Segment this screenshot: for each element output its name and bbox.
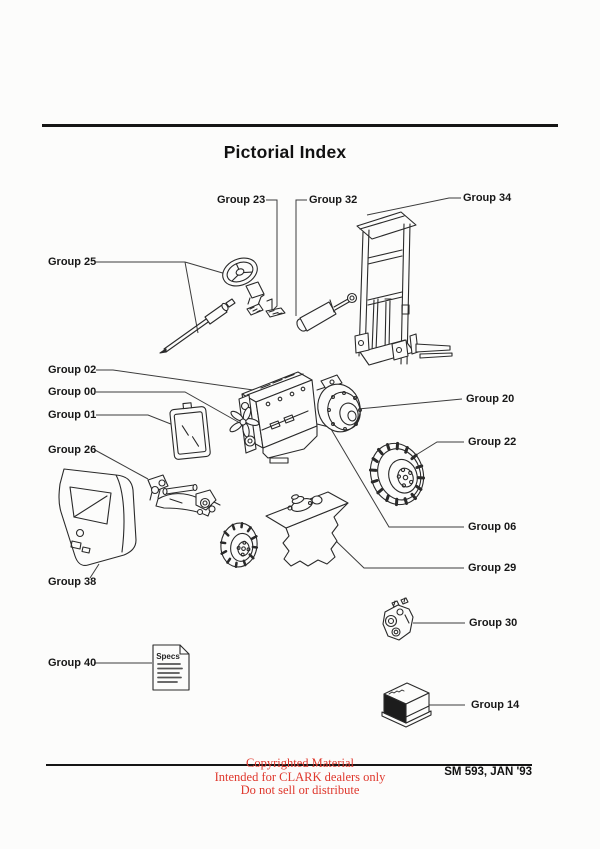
copyright-line-2: Intended for CLARK dealers only <box>214 769 386 784</box>
leader-line-group23 <box>266 199 278 312</box>
group-label-30: Group 30 <box>469 617 518 629</box>
group-label-29: Group 29 <box>468 562 517 574</box>
leader-line-group02 <box>96 369 268 393</box>
leader-lines <box>89 197 465 706</box>
tire-drawing <box>368 441 426 507</box>
pedals-drawing <box>246 294 286 318</box>
radiator-drawing <box>169 402 211 460</box>
leader-line-group29 <box>335 540 464 569</box>
leader-line-group00 <box>96 391 241 424</box>
copyright-line-3: Do not sell or distribute <box>240 783 360 797</box>
leader-line-group25 <box>96 261 227 334</box>
group-label-06: Group 06 <box>468 521 517 533</box>
leader-line-group26 <box>94 449 149 480</box>
leader-line-group32 <box>295 199 307 316</box>
group-label-20: Group 20 <box>466 393 515 405</box>
group-label-26: Group 26 <box>48 444 97 456</box>
frame-pump-drawing <box>265 491 349 567</box>
body-panel-drawing <box>58 468 137 566</box>
group-label-00: Group 00 <box>48 386 97 398</box>
leader-line-group22 <box>415 441 464 456</box>
group-label-40: Group 40 <box>48 657 97 669</box>
leader-line-group38 <box>89 563 100 579</box>
group-label-38: Group 38 <box>48 576 97 588</box>
mast-forks-drawing <box>354 211 453 366</box>
transmission-drawing <box>316 374 362 433</box>
page-title: Pictorial Index <box>223 142 347 162</box>
group-label-14: Group 14 <box>471 699 520 711</box>
group-label-32: Group 32 <box>309 194 358 206</box>
leader-line-group20 <box>357 398 463 410</box>
group-label-02: Group 02 <box>48 364 97 376</box>
group-label-22: Group 22 <box>468 436 517 448</box>
specs-sheet-title: Specs <box>156 652 180 661</box>
specs-sheet-drawing: Specs <box>152 644 190 691</box>
steer-axle-drawing <box>147 474 221 517</box>
steering-column-drawing <box>159 298 236 354</box>
copyright-notice: Copyrighted Material Intended for CLARK … <box>0 756 600 798</box>
group-label-34: Group 34 <box>463 192 512 204</box>
valve-drawing <box>382 597 414 641</box>
group-label-01: Group 01 <box>48 409 97 421</box>
tilt-cylinder-drawing <box>296 292 358 332</box>
battery-drawing <box>381 682 432 728</box>
group-label-23: Group 23 <box>217 194 266 206</box>
copyright-line-1: Copyrighted Material <box>246 756 354 770</box>
leader-line-group06 <box>330 428 464 528</box>
engine-drawing <box>229 371 318 464</box>
group-label-25: Group 25 <box>48 256 97 268</box>
small-wheel-drawing <box>219 521 259 569</box>
leader-line-group34 <box>366 197 461 216</box>
steering-wheel-drawing <box>222 257 265 305</box>
header-rule <box>42 124 558 127</box>
manual-reference: SM 593, JAN '93 <box>444 766 532 778</box>
footer-rule <box>46 764 532 766</box>
